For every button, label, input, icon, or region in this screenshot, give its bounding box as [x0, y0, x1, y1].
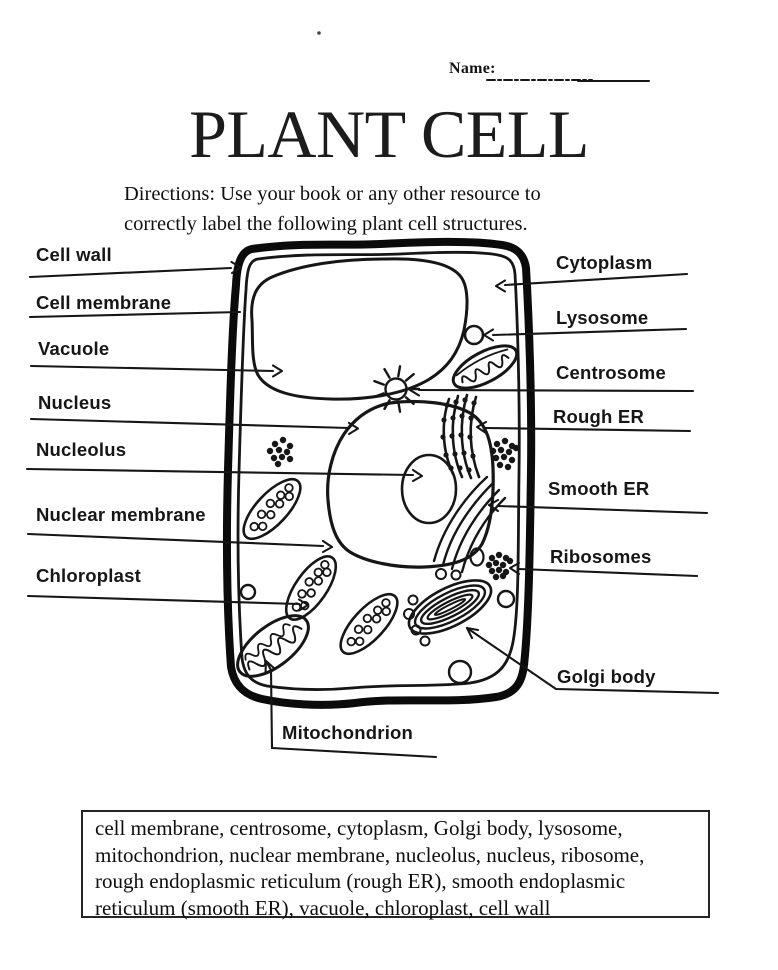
vacuole	[250, 257, 469, 401]
label-lysosome: Lysosome	[556, 307, 649, 328]
ribosome-clusters	[266, 436, 520, 581]
label-golgi-body: Golgi body	[557, 666, 656, 687]
name-label: Name:	[449, 60, 496, 77]
ribosome-cluster-right	[489, 437, 520, 471]
label-mitochondrion: Mitochondrion	[282, 722, 414, 743]
lysosome	[463, 324, 485, 346]
ribosome-cluster-left	[266, 436, 294, 468]
leader-lines-left	[25, 260, 424, 612]
directions-line-2: correctly label the following plant cell…	[124, 213, 528, 235]
leader-lines-right	[408, 272, 720, 695]
label-smooth-er: Smooth ER	[548, 478, 650, 499]
leader-ribosomes	[508, 561, 699, 578]
word-bank-line-1: cell membrane, centrosome, cytoplasm, Go…	[95, 816, 623, 840]
word-bank-line-2: mitochondrion, nuclear membrane, nucleol…	[95, 842, 645, 867]
smooth-er	[432, 475, 507, 574]
label-vacuole: Vacuole	[38, 338, 110, 359]
nucleus	[326, 399, 495, 569]
leader-mitochondrion	[264, 659, 438, 759]
label-centrosome: Centrosome	[556, 362, 666, 383]
mitochondrion-bottom	[236, 614, 310, 678]
label-nucleolus: Nucleolus	[36, 439, 127, 460]
vesicles	[239, 547, 516, 685]
leader-cell-membrane	[28, 310, 242, 319]
cell-wall	[223, 237, 536, 709]
leader-nucleolus	[25, 467, 424, 483]
rough-er-ribosome-dots	[440, 397, 477, 473]
leader-cytoplasm	[494, 272, 689, 293]
rough-er	[440, 393, 481, 480]
chloroplast-2	[284, 555, 338, 621]
leader-nucleus	[29, 417, 360, 436]
nucleolus	[400, 453, 458, 525]
page-title: PLANT CELL	[189, 96, 589, 172]
chloroplast-1	[242, 477, 302, 541]
name-blank-line	[486, 79, 650, 82]
label-chloroplast: Chloroplast	[36, 565, 141, 586]
label-cell-wall: Cell wall	[36, 244, 112, 265]
directions-line-1: Directions: Use your book or any other r…	[124, 183, 541, 205]
word-bank-box: cell membrane, centrosome, cytoplasm, Go…	[81, 810, 710, 920]
label-rough-er: Rough ER	[553, 406, 645, 427]
leader-golgi-body	[465, 626, 720, 695]
golgi-vesicles	[403, 568, 462, 647]
word-bank-line-4: reticulum (smooth ER), vacuole, chloropl…	[95, 895, 551, 920]
golgi-body	[403, 568, 493, 647]
word-bank-line-3: rough endoplasmic reticulum (rough ER), …	[95, 869, 626, 893]
leader-chloroplast	[26, 594, 310, 612]
label-cell-membrane: Cell membrane	[36, 292, 172, 313]
leader-rough-er	[475, 420, 692, 435]
scan-speck	[317, 31, 321, 35]
leader-vacuole	[29, 364, 284, 378]
leader-lysosome	[482, 327, 688, 342]
chloroplast-3	[339, 592, 399, 656]
centrosome	[373, 365, 421, 413]
leader-cell-wall	[28, 260, 243, 279]
directions-text: Directions: Use your book or any other r…	[124, 179, 541, 239]
leader-smooth-er	[487, 498, 709, 515]
leader-centrosome	[408, 383, 695, 397]
ribosome-cluster-lower	[485, 551, 514, 581]
label-nucleus: Nucleus	[38, 392, 112, 413]
label-cytoplasm: Cytoplasm	[556, 252, 653, 273]
mitochondrion-top	[451, 344, 519, 390]
label-ribosomes: Ribosomes	[550, 546, 652, 567]
label-nuclear-membrane: Nuclear membrane	[36, 504, 206, 525]
leader-nuclear-membrane	[26, 532, 334, 554]
